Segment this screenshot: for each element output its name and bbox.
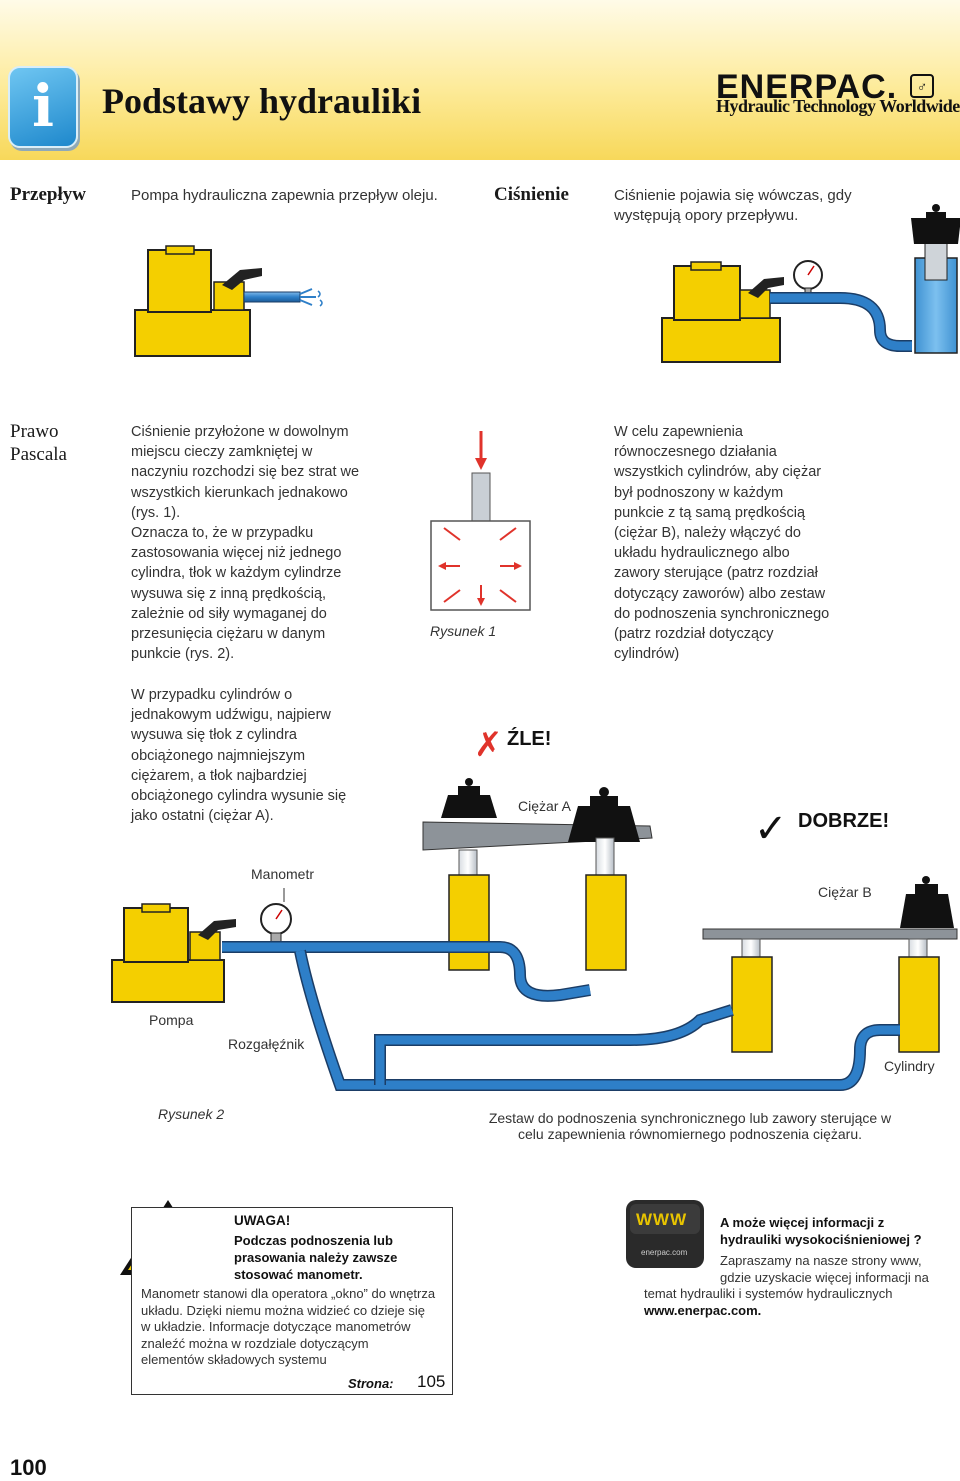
- wrong-label: ŹLE!: [507, 728, 552, 750]
- sync-caption: Zestaw do podnoszenia synchronicznego lu…: [488, 1110, 892, 1142]
- check-mark-icon: ✓: [754, 806, 788, 852]
- figure2-hoses: [222, 941, 900, 1091]
- info-icon: i: [8, 66, 78, 148]
- pump-pressure: [661, 204, 960, 363]
- www-body: Zapraszamy na nasze strony www, gdzie uz…: [644, 1253, 954, 1319]
- warning-body: Manometr stanowi dla operatora „okno” do…: [141, 1286, 436, 1367]
- www-icon-text: WWW: [636, 1210, 688, 1229]
- www-icon-small: enerpac.com: [641, 1248, 688, 1257]
- figure2-pump: [111, 888, 292, 1003]
- cylinders-label: Cylindry: [884, 1058, 935, 1074]
- pressure-label: Ciśnienie: [494, 184, 569, 205]
- warning-box: [131, 1207, 453, 1395]
- pascal-figure: [430, 431, 531, 611]
- enerpac-logo: ENERPAC.: [716, 68, 898, 106]
- warning-title: UWAGA!: [234, 1213, 291, 1228]
- gauge-label: Manometr: [251, 866, 315, 882]
- figure2-caption: Rysunek 2: [158, 1106, 225, 1122]
- pascal-label-2: Pascala: [10, 444, 67, 465]
- page-title: Podstawy hydrauliki: [102, 81, 422, 121]
- page-ref-value[interactable]: 105: [417, 1372, 446, 1391]
- page-number: 100: [10, 1455, 47, 1480]
- figure2-wrong: [422, 778, 653, 971]
- pressure-text-1: Ciśnienie pojawia się wówczas, gdy: [614, 187, 852, 204]
- flow-text: Pompa hydrauliczna zapewnia przepływ ole…: [131, 187, 438, 204]
- www-title: A może więcej informacji z hydrauliki wy…: [720, 1215, 922, 1247]
- wrong-mark-icon: ✗: [474, 725, 503, 765]
- warning-bold-text: Podczas podnoszenia lub prasowania należ…: [234, 1233, 398, 1282]
- pump-label: Pompa: [149, 1012, 194, 1028]
- weight-b-label: Ciężar B: [818, 884, 872, 900]
- flow-label: Przepływ: [10, 184, 86, 205]
- page-ref-label: Strona:: [348, 1376, 394, 1391]
- figure1-caption: Rysunek 1: [430, 623, 497, 639]
- www-globe-icon: [626, 1200, 704, 1268]
- figure2-right: [702, 876, 958, 1053]
- pressure-text-2: występują opory przepływu.: [614, 207, 799, 224]
- www-url[interactable]: www.enerpac.com.: [644, 1302, 762, 1318]
- header-band: [0, 0, 960, 160]
- weight-a-label: Ciężar A: [518, 798, 571, 814]
- logo-tagline: Hydraulic Technology Worldwide: [716, 96, 960, 116]
- pump-flow: [134, 245, 323, 357]
- right-label: DOBRZE!: [798, 810, 890, 832]
- logo-mark-icon: ♂: [910, 74, 934, 98]
- pascal-label-1: Prawo: [10, 421, 59, 442]
- manifold-label: Rozgałęźnik: [228, 1036, 305, 1052]
